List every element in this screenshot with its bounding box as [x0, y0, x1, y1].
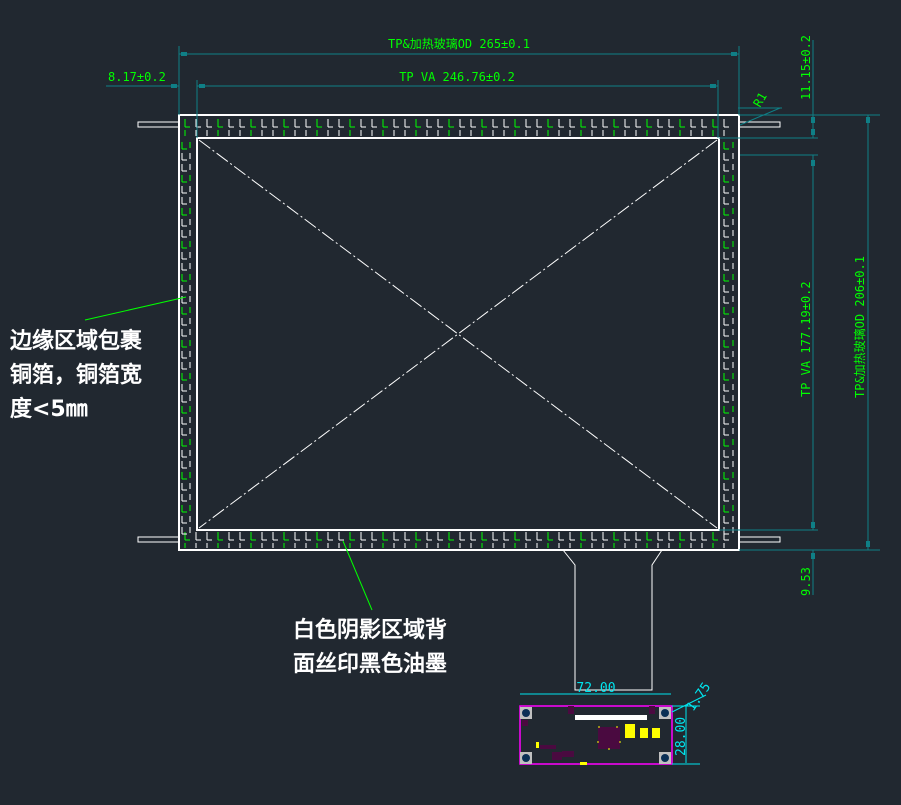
- edge-copper-note: 边缘区域包裹 铜箔，铜箔宽 度<5㎜: [10, 325, 142, 427]
- va-width-label: TP VA 246.76±0.2: [399, 70, 515, 84]
- note-line: 度<5㎜: [10, 397, 88, 422]
- tab: [738, 536, 781, 543]
- fpc-height-label: 28.00: [674, 717, 689, 756]
- od-height-label: TP&加热玻璃OD 206±0.1: [853, 256, 867, 398]
- tab: [137, 121, 180, 128]
- note-line: 边缘区域包裹: [10, 329, 143, 354]
- silkscreen-note: 白色阴影区域背 面丝印黑色油墨: [293, 614, 447, 682]
- diagonal-line: [198, 139, 718, 529]
- bottom-offset-label: 9.53: [799, 567, 813, 596]
- fpc-corner-label: 1.75: [684, 680, 714, 714]
- dimension-arrows: [171, 52, 870, 559]
- fpc-connector-board: 72.00 28.00 1.75: [519, 680, 714, 765]
- top-offset-label: 11.15±0.2: [799, 35, 813, 100]
- fpc-tail: [562, 549, 663, 691]
- left-offset-label: 8.17±0.2: [108, 70, 166, 84]
- glass-outline: [178, 114, 740, 551]
- od-width-label: TP&加热玻璃OD 265±0.1: [388, 37, 530, 51]
- silk-note-arrow: [342, 540, 373, 611]
- note-line: 面丝印黑色油墨: [293, 652, 448, 677]
- note-line: 白色阴影区域背: [293, 618, 448, 643]
- tab: [738, 121, 781, 128]
- border-copper-grid: [181, 119, 734, 548]
- va-height-label: TP VA 177.19±0.2: [799, 281, 813, 397]
- edge-note-arrow: [84, 296, 187, 321]
- view-area-outline: [196, 137, 720, 531]
- fpc-width-label: 72.00: [576, 681, 615, 696]
- dimension-lines: [106, 40, 880, 595]
- corner-radius-label: R1: [750, 90, 769, 110]
- diagonal-line: [198, 139, 718, 529]
- tab: [137, 536, 180, 543]
- note-line: 铜箔，铜箔宽: [10, 363, 143, 388]
